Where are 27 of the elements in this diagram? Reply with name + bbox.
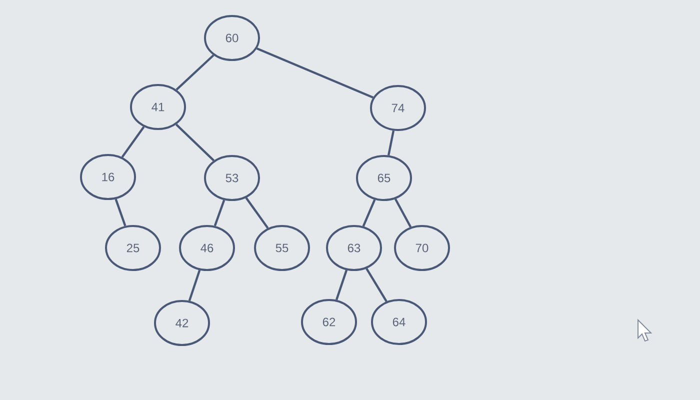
tree-node: 60 bbox=[204, 15, 260, 61]
tree-node: 25 bbox=[105, 225, 161, 271]
tree-node: 41 bbox=[130, 84, 186, 130]
tree-node: 70 bbox=[394, 225, 450, 271]
tree-edge bbox=[214, 200, 226, 226]
tree-node: 53 bbox=[204, 155, 260, 201]
tree-edge bbox=[175, 124, 215, 162]
tree-node: 65 bbox=[356, 155, 412, 201]
tree-node: 62 bbox=[301, 299, 357, 345]
tree-node: 74 bbox=[370, 85, 426, 131]
tree-node: 46 bbox=[179, 225, 235, 271]
tree-edge bbox=[394, 198, 412, 228]
tree-edge bbox=[176, 54, 214, 91]
tree-edge bbox=[362, 199, 376, 227]
tree-edge bbox=[188, 270, 201, 302]
tree-node: 42 bbox=[154, 300, 210, 346]
tree-node: 16 bbox=[80, 154, 136, 200]
tree-edge bbox=[245, 197, 269, 229]
tree-edge bbox=[114, 198, 126, 226]
tree-edge bbox=[335, 270, 348, 300]
tree-edge bbox=[387, 130, 395, 156]
tree-edge bbox=[121, 126, 145, 158]
tree-edge bbox=[256, 48, 374, 98]
tree-edge bbox=[366, 268, 388, 302]
tree-node: 63 bbox=[326, 225, 382, 271]
tree-node: 64 bbox=[371, 299, 427, 345]
tree-node: 55 bbox=[254, 225, 310, 271]
